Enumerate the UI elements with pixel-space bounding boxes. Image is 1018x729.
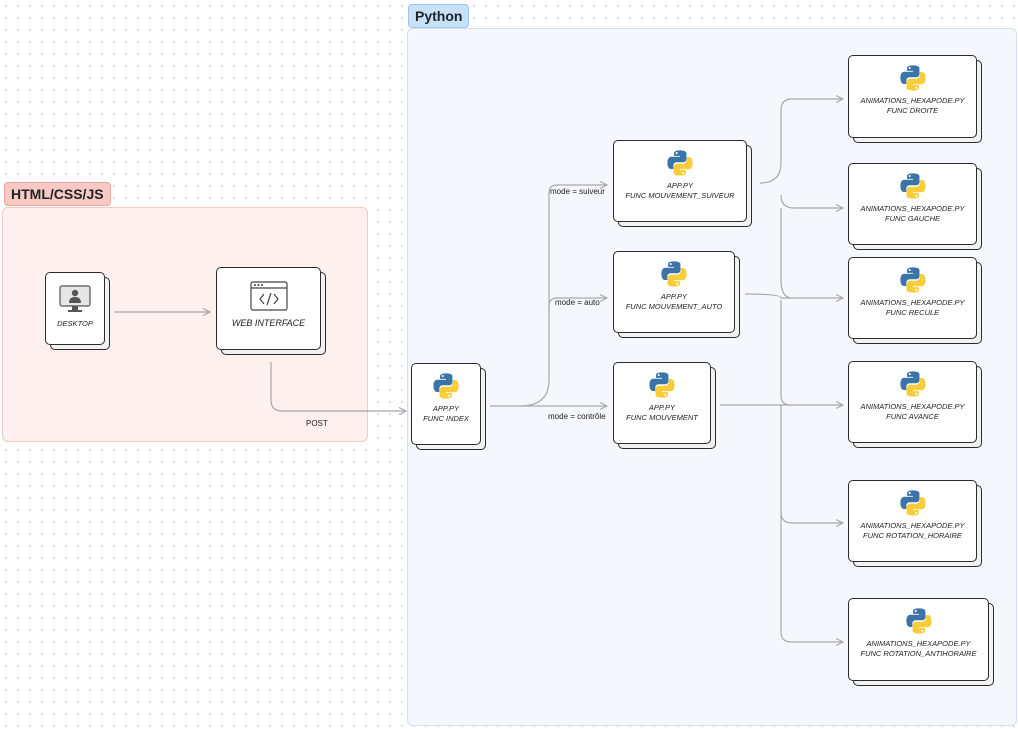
edge-suiveur-to-gauche [780, 194, 843, 208]
python-logo-icon [667, 150, 693, 176]
edge-suiveur-to-droite [759, 99, 843, 184]
edge-mouvement-to-horaire [780, 405, 843, 523]
node-avance-file: ANIMATIONS_HEXAPODE.PY [860, 402, 965, 411]
node-horaire-function: FUNC ROTATION_HORAIRE [863, 531, 962, 540]
edge-label-post: POST [306, 419, 328, 428]
edge-label-suiveur: mode = suiveur [550, 187, 605, 196]
python-logo-icon [433, 373, 459, 399]
python-logo-icon [899, 173, 926, 199]
html-group-title: HTML/CSS/JS [4, 182, 111, 206]
node-suiveur-function: FUNC MOUVEMENT_SUIVEUR [625, 191, 735, 200]
python-logo-icon [899, 267, 926, 293]
python-logo-icon [899, 490, 926, 516]
node-suiveur-file: APP.PY [666, 181, 694, 190]
node-horaire-file: ANIMATIONS_HEXAPODE.PY [860, 521, 965, 530]
python-group-title: Python [408, 4, 470, 28]
edge-index-to-suiveur [548, 185, 607, 310]
python-logo-icon [899, 371, 926, 397]
node-recule-file: ANIMATIONS_HEXAPODE.PY [860, 298, 965, 307]
node-mouvement-function: FUNC MOUVEMENT [626, 413, 698, 422]
edge-label-controle: mode = contrôle [548, 412, 606, 421]
node-recule-function: FUNC RECULE [885, 308, 940, 317]
node-auto-file: APP.PY [660, 292, 688, 301]
node-index-file: APP.PY [432, 404, 460, 413]
python-logo-icon [661, 261, 687, 287]
edge-auto-to-recule [744, 293, 843, 298]
node-antihoraire-file: ANIMATIONS_HEXAPODE.PY [866, 639, 971, 648]
node-gauche-function: FUNC GAUCHE [884, 214, 940, 223]
node-index-function: FUNC INDEX [423, 414, 469, 423]
node-droite-function: FUNC DROITE [886, 106, 939, 115]
edge-curve-2 [780, 300, 791, 406]
edge-index-to-auto [519, 298, 607, 407]
web-interface-node[interactable]: WEB INTERFACE [216, 267, 326, 355]
node-antihoraire-function: FUNC ROTATION_ANTIHORAIRE [860, 649, 977, 658]
node-gauche-file: ANIMATIONS_HEXAPODE.PY [860, 204, 965, 213]
code-window-icon [249, 281, 288, 311]
web-interface-label: WEB INTERFACE [231, 318, 306, 328]
python-logo-icon [649, 372, 675, 398]
node-auto-function: FUNC MOUVEMENT_AUTO [625, 302, 723, 311]
edge-mouvement-to-antihoraire [780, 512, 843, 642]
python-logo-icon [899, 65, 926, 91]
edge-web-to-index [270, 362, 406, 411]
edge-label-auto: mode = auto [555, 298, 600, 307]
python-logo-icon [905, 608, 932, 634]
edge-curve-1 [780, 208, 791, 299]
node-mouvement-file: APP.PY [648, 403, 676, 412]
desktop-node[interactable]: DESKTOP [45, 272, 110, 350]
desktop-user-icon [59, 285, 91, 312]
node-avance-function: FUNC AVANCE [886, 412, 939, 421]
node-droite-file: ANIMATIONS_HEXAPODE.PY [860, 96, 965, 105]
desktop-label: DESKTOP [57, 319, 93, 328]
